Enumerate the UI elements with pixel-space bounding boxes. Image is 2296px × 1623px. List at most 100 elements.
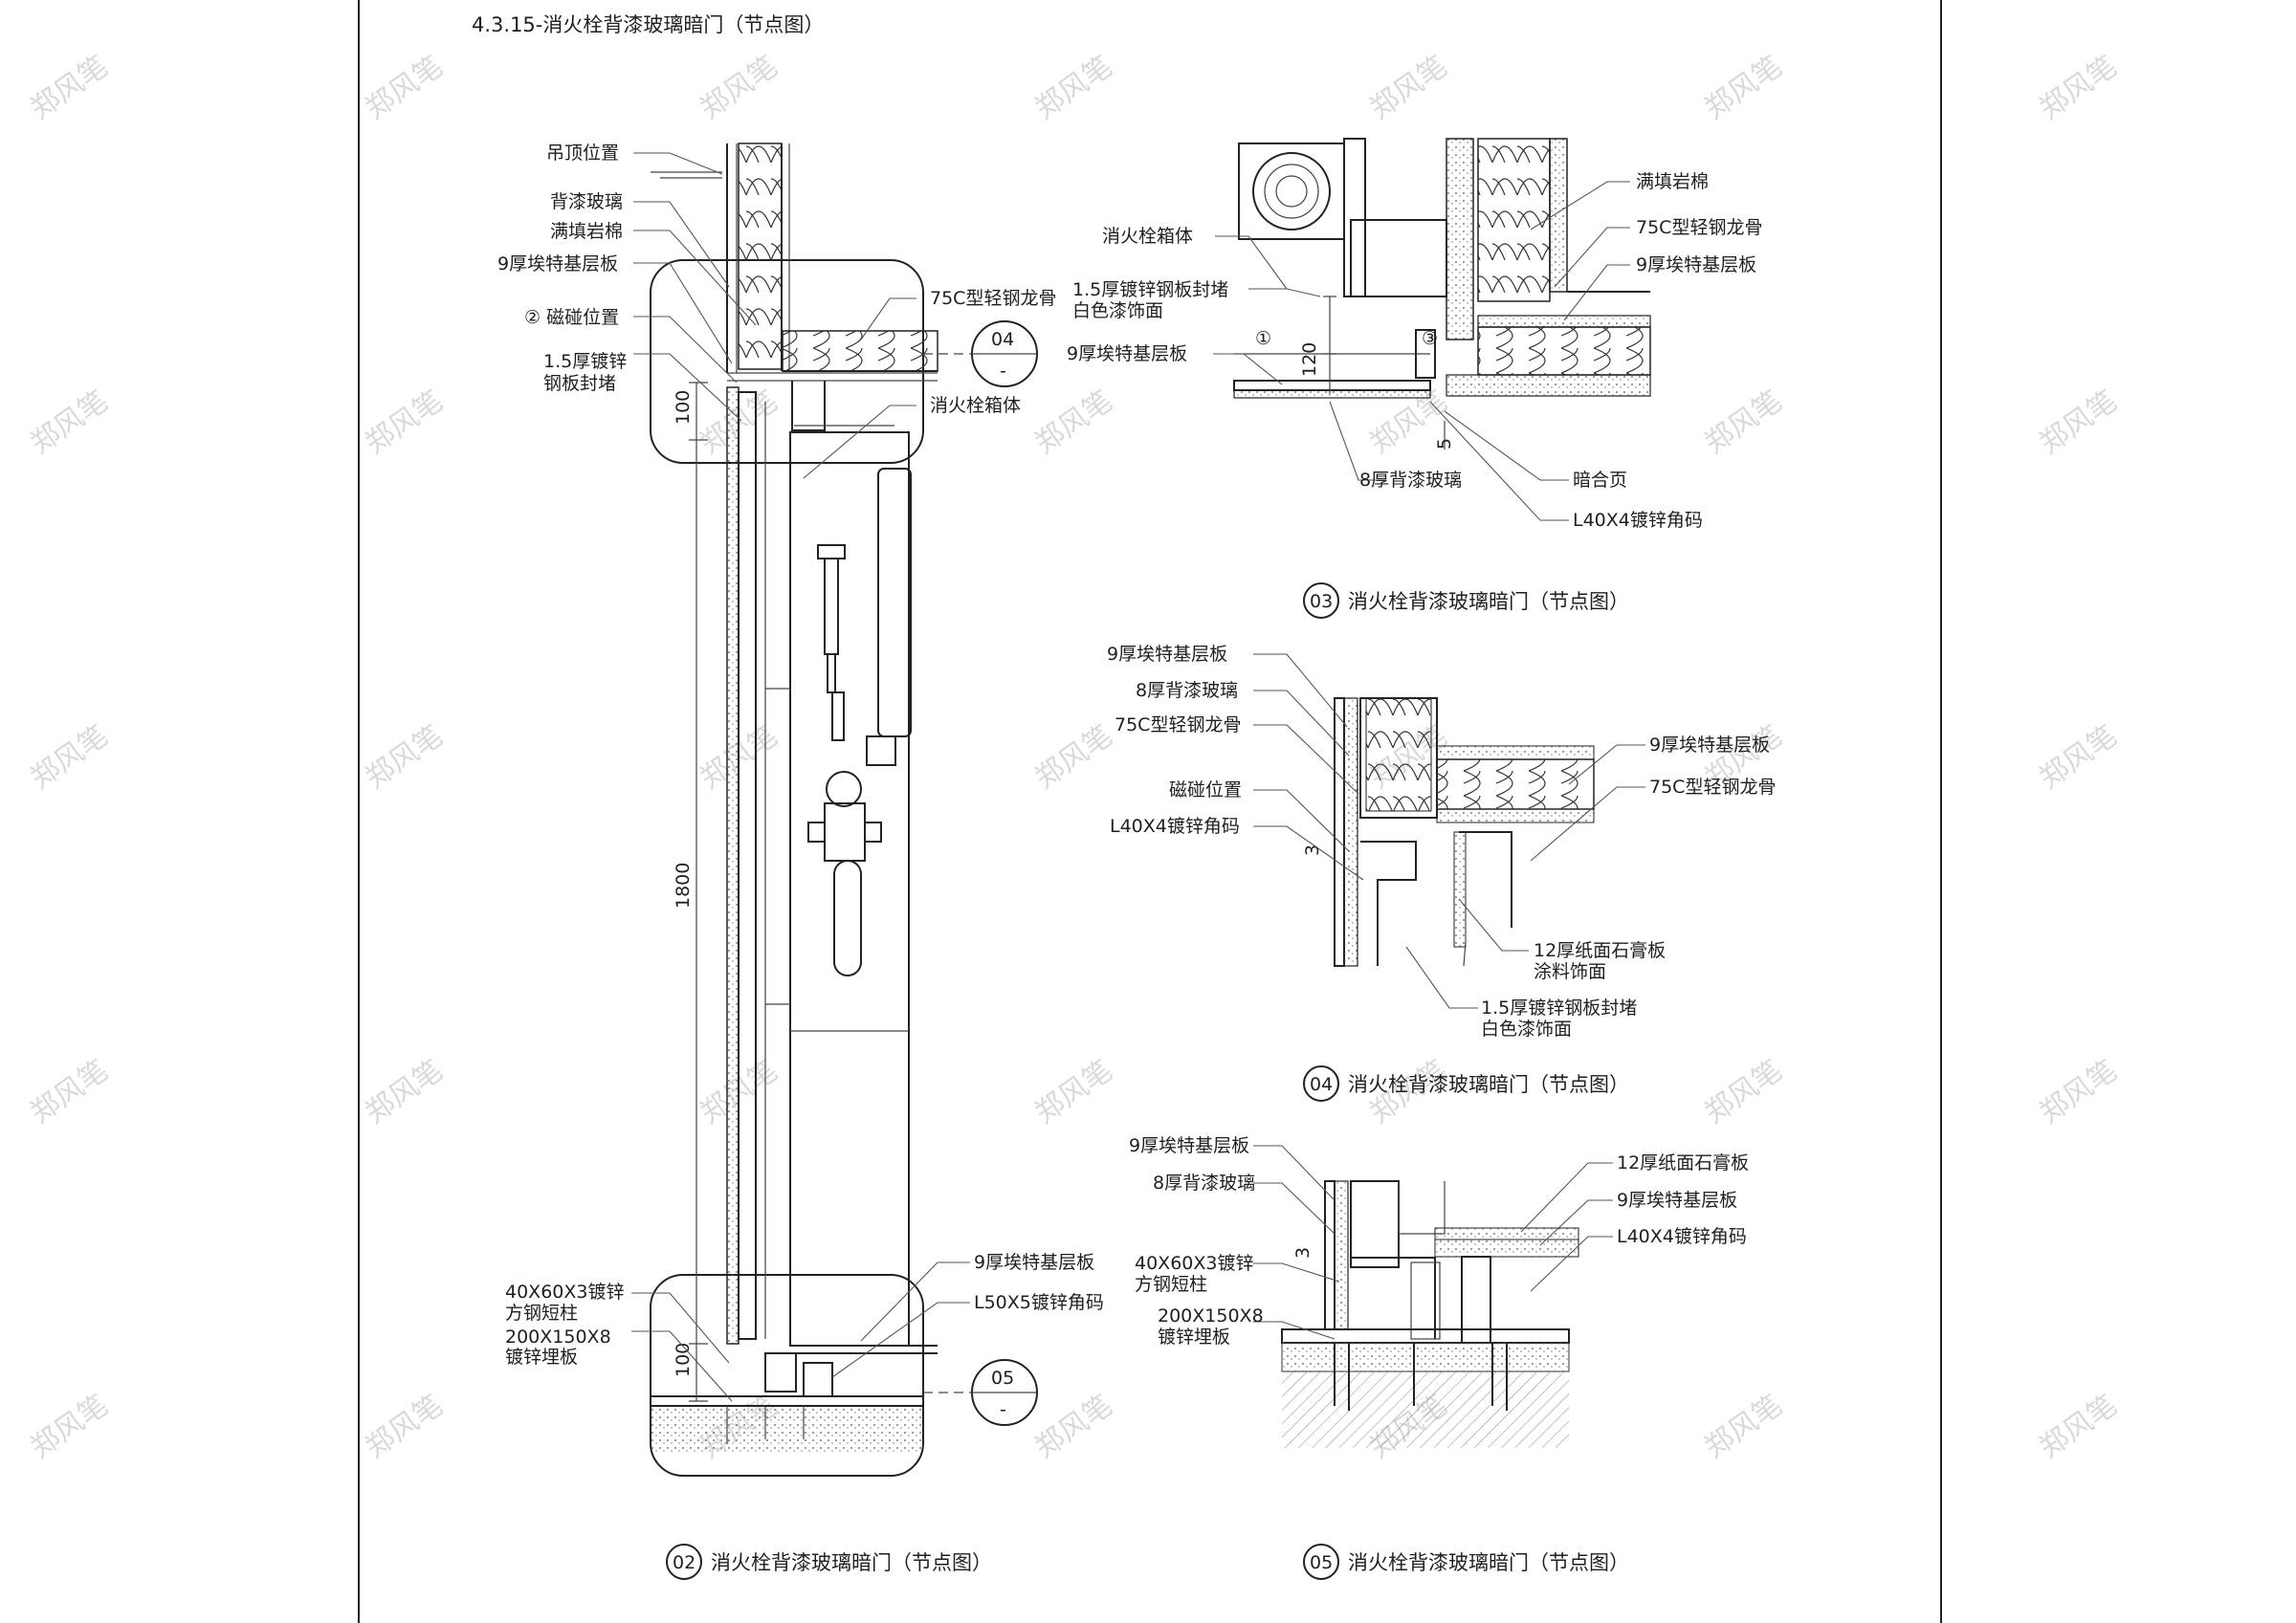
detail-ref-04[interactable]: 04 -	[923, 320, 1038, 387]
watermark: 郑风笔	[2034, 719, 2124, 796]
rock-wool-vertical	[738, 143, 783, 370]
concrete-floor	[651, 1406, 923, 1452]
label-hydrant-box-03: 消火栓箱体	[1102, 226, 1193, 247]
svg-text:04: 04	[991, 329, 1014, 350]
caption-num-05: 05	[1310, 1552, 1333, 1573]
label-rock-wool-03: 满填岩棉	[1636, 171, 1709, 192]
label-base-board-04b: 9厚埃特基层板	[1649, 735, 1770, 756]
dim-3-04: 3	[1302, 844, 1323, 856]
label-steel-keel-03: 75C型轻钢龙骨	[1636, 217, 1762, 238]
watermark: 郑风笔	[1364, 50, 1454, 126]
label-magnet-position: ② 磁碰位置	[524, 307, 619, 328]
watermark: 郑风笔	[25, 384, 115, 461]
watermark: 郑风笔	[25, 50, 115, 126]
label-glass-05: 8厚背漆玻璃	[1153, 1173, 1255, 1194]
label-hydrant-box: 消火栓箱体	[930, 395, 1021, 416]
node-03-section: 120 5 ① ③ 消火栓箱体 1.5厚镀锌钢板封堵 白色漆饰面 9厚埃特基层板…	[1067, 138, 1762, 619]
rock-wool-03-horizontal	[1477, 326, 1651, 376]
node-04-section: 3 9厚埃特基层板 8厚背漆玻璃 75C型轻钢龙骨 磁碰位置 L40X4镀锌角码…	[1107, 644, 1776, 1102]
svg-text:05: 05	[991, 1368, 1014, 1389]
watermark: 郑风笔	[1029, 1054, 1119, 1130]
rock-wool-04-horizontal	[1436, 758, 1595, 810]
watermark: 郑风笔	[25, 719, 115, 796]
subfloor-05	[1282, 1371, 1569, 1448]
label-magnet-04: 磁碰位置	[1169, 779, 1242, 801]
label-angle-04: L40X4镀锌角码	[1110, 816, 1240, 837]
marker-3: ③	[1422, 328, 1438, 349]
label-coating-04: 涂料饰面	[1534, 961, 1606, 982]
label-base-board: 9厚埃特基层板	[497, 253, 618, 274]
watermark: 郑风笔	[1029, 1389, 1119, 1465]
svg-text:-: -	[1000, 361, 1006, 382]
label-ceiling-position: 吊顶位置	[546, 143, 619, 164]
label-embed-plate-2: 镀锌埋板	[505, 1347, 578, 1368]
label-white-paint-03: 白色漆饰面	[1072, 300, 1163, 321]
label-steel-keel-04: 75C型轻钢龙骨	[1115, 714, 1241, 735]
watermark: 郑风笔	[25, 1054, 115, 1130]
label-base-board-2: 9厚埃特基层板	[974, 1252, 1094, 1273]
label-hinge-03: 暗合页	[1573, 470, 1627, 491]
label-square-post-05b: 方钢短柱	[1135, 1274, 1207, 1295]
watermark: 郑风笔	[1699, 1054, 1789, 1130]
hydrant-valve-icon	[807, 771, 882, 976]
detail-bubble-bottom	[650, 1274, 924, 1477]
dim-1800: 1800	[673, 863, 694, 909]
node-05-section: 3 9厚埃特基层板 8厚背漆玻璃 40X60X3镀锌 方钢短柱 200X150X…	[1129, 1135, 1749, 1580]
watermark: 郑风笔	[1699, 384, 1789, 461]
concrete-floor-05	[1281, 1342, 1570, 1372]
rock-wool-04	[1365, 697, 1432, 812]
label-galvanized-2: 钢板封堵	[543, 373, 616, 394]
label-base-board-05b: 9厚埃特基层板	[1617, 1190, 1737, 1211]
label-base-board-04: 9厚埃特基层板	[1107, 644, 1227, 665]
marker-1: ①	[1255, 328, 1271, 349]
label-square-post-1: 40X60X3镀锌	[505, 1282, 624, 1303]
watermark: 郑风笔	[2034, 1389, 2124, 1465]
svg-text:-: -	[1000, 1399, 1006, 1420]
label-base-board-03b: 9厚埃特基层板	[1636, 254, 1756, 275]
label-painted-glass: 背漆玻璃	[550, 191, 623, 212]
label-steel-seal-04: 1.5厚镀锌钢板封堵	[1481, 998, 1637, 1019]
label-embed-plate-05a: 200X150X8	[1158, 1305, 1264, 1327]
glass-door-leaf	[726, 386, 740, 1345]
label-base-board-03: 9厚埃特基层板	[1067, 343, 1187, 364]
rock-wool-horizontal	[782, 330, 938, 372]
rock-wool-03	[1477, 138, 1551, 302]
watermark: 郑风笔	[360, 719, 450, 796]
label-embed-plate-1: 200X150X8	[505, 1327, 611, 1348]
watermark: 郑风笔	[360, 384, 450, 461]
label-angle-L50: L50X5镀锌角码	[974, 1292, 1104, 1313]
watermark: 郑风笔	[1699, 1389, 1789, 1465]
watermark: 郑风笔	[1699, 50, 1789, 126]
watermark: 郑风笔	[2034, 1054, 2124, 1130]
caption-04: 消火栓背漆玻璃暗门（节点图）	[1348, 1073, 1629, 1096]
watermark: 郑风笔	[695, 50, 784, 126]
caption-num-02: 02	[673, 1552, 695, 1573]
label-steel-keel: 75C型轻钢龙骨	[930, 288, 1056, 309]
watermark: 郑风笔	[2034, 384, 2124, 461]
label-steel-seal-03: 1.5厚镀锌钢板封堵	[1072, 279, 1228, 300]
caption-05: 消火栓背漆玻璃暗门（节点图）	[1348, 1551, 1629, 1574]
watermark: 郑风笔	[2034, 50, 2124, 126]
caption-num-03: 03	[1310, 591, 1333, 612]
dim-100-bottom: 100	[673, 1343, 694, 1377]
label-white-paint-04: 白色漆饰面	[1481, 1019, 1572, 1040]
label-steel-keel-04b: 75C型轻钢龙骨	[1649, 777, 1776, 798]
dim-3-05: 3	[1292, 1247, 1314, 1259]
watermark: 郑风笔	[1029, 719, 1119, 796]
label-gypsum-04: 12厚纸面石膏板	[1534, 939, 1666, 961]
label-base-board-05: 9厚埃特基层板	[1129, 1135, 1249, 1156]
dim-100-top: 100	[673, 390, 694, 425]
sheet-title: 4.3.15-消火栓背漆玻璃暗门（节点图）	[472, 13, 824, 36]
dim-120: 120	[1299, 342, 1320, 377]
label-square-post-05a: 40X60X3镀锌	[1135, 1253, 1253, 1274]
label-square-post-2: 方钢短柱	[505, 1303, 578, 1324]
label-embed-plate-05b: 镀锌埋板	[1158, 1327, 1230, 1348]
caption-03: 消火栓背漆玻璃暗门（节点图）	[1348, 590, 1629, 613]
label-gypsum-05: 12厚纸面石膏板	[1617, 1151, 1749, 1173]
label-galvanized-1: 1.5厚镀锌	[543, 351, 627, 372]
detail-ref-05[interactable]: 05 -	[923, 1359, 1038, 1426]
label-rock-wool: 满填岩棉	[550, 221, 623, 242]
dim-5: 5	[1434, 438, 1455, 450]
node-02-section: 100 1800 100 吊顶位置 背漆玻璃 满填岩棉 9厚埃特基层板 ② 磁碰…	[497, 143, 1104, 1580]
